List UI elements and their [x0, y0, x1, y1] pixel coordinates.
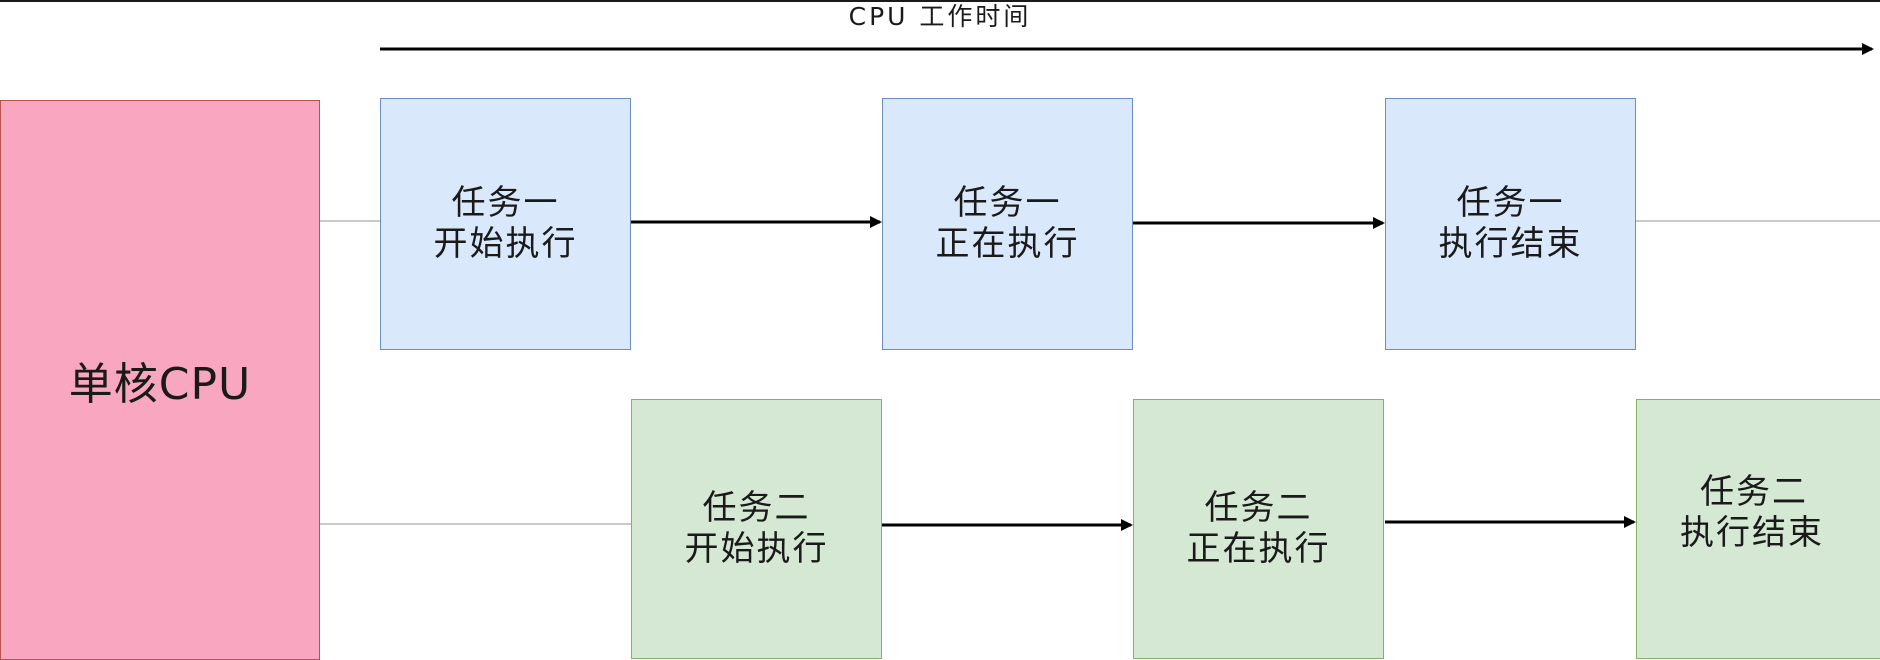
task1-start-line1: 任务一 — [451, 183, 560, 223]
task1-end-box: 任务一 执行结束 — [1385, 98, 1636, 350]
task2-end-line2: 执行结束 — [1680, 513, 1824, 553]
task2-running-line2: 正在执行 — [1186, 529, 1331, 569]
top-border — [0, 0, 1880, 2]
task2-running-line1: 任务二 — [1204, 488, 1313, 528]
task2-end-line1: 任务二 — [1700, 472, 1808, 512]
task2-end-box: 任务二 执行结束 — [1636, 399, 1880, 659]
task2-running-box: 任务二 正在执行 — [1133, 399, 1384, 659]
diagram-canvas — [320, 43, 1880, 531]
task1-start-line2: 开始执行 — [433, 224, 578, 264]
task2-start-line2: 开始执行 — [684, 529, 829, 569]
task1-running-line2: 正在执行 — [935, 224, 1080, 264]
task1-end-line2: 执行结束 — [1438, 224, 1583, 264]
cpu-label: 单核CPU — [68, 359, 252, 410]
task2-start-line1: 任务二 — [702, 488, 811, 528]
single-core-cpu-box: 单核CPU — [0, 100, 320, 660]
timeline-label: CPU 工作时间 — [848, 2, 1032, 31]
task1-running-line1: 任务一 — [953, 183, 1062, 223]
task1-end-line1: 任务一 — [1456, 183, 1565, 223]
task2-start-box: 任务二 开始执行 — [631, 399, 882, 659]
task1-start-box: 任务一 开始执行 — [380, 98, 631, 350]
task1-running-box: 任务一 正在执行 — [882, 98, 1133, 350]
